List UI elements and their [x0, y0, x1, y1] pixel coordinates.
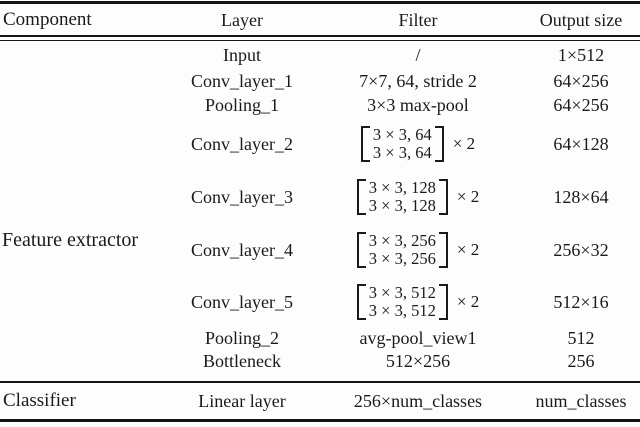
output-cell: 256×32 — [553, 239, 609, 260]
filter-cell: 7×7, 64, stride 2 — [359, 71, 477, 91]
matrix-bracket-right — [438, 283, 448, 320]
classifier-section: Classifier Linear layer 256×num_classes … — [0, 383, 640, 419]
header-double-rule — [0, 35, 640, 41]
layer-cell: Conv_layer_4 — [191, 239, 293, 260]
output-cell: 64×256 — [553, 71, 609, 91]
layer-cell: Conv_layer_5 — [191, 291, 293, 312]
matrix-line: 3 × 3, 512 — [368, 300, 436, 320]
layer-cell: Bottleneck — [203, 351, 281, 371]
matrix-multiplier: × 2 — [452, 133, 476, 153]
filter-matrix-cell: 3 × 3, 128 3 × 3, 128 × 2 — [314, 170, 522, 223]
filter-cell: 3×3 max-pool — [367, 95, 469, 115]
col-header-filter: Filter — [398, 9, 438, 30]
matrix-multiplier: × 2 — [456, 239, 480, 259]
output-cell: 64×256 — [553, 95, 609, 115]
layer-cell: Conv_layer_1 — [191, 71, 293, 91]
output-cell: 256 — [567, 351, 595, 371]
matrix-line: 3 × 3, 128 — [368, 177, 436, 197]
matrix-bracket-left — [356, 231, 366, 268]
matrix-bracket-right — [438, 231, 448, 268]
matrix-bracket-left — [356, 283, 366, 320]
filter-cell: avg-pool_view1 — [359, 328, 477, 348]
layer-cell: Conv_layer_2 — [191, 133, 293, 154]
matrix: 3 × 3, 256 3 × 3, 256 — [356, 230, 448, 269]
filter-matrix-cell: 3 × 3, 256 3 × 3, 256 × 2 — [314, 223, 522, 276]
layer-cell: Input — [223, 45, 261, 65]
matrix-line: 3 × 3, 64 — [372, 124, 432, 144]
filter-cell: 512×256 — [385, 351, 451, 371]
bottom-rule — [0, 419, 640, 422]
filter-cell: / — [415, 45, 421, 65]
matrix-line: 3 × 3, 512 — [368, 282, 436, 302]
matrix-bracket-left — [356, 178, 366, 215]
layer-cell: Pooling_2 — [204, 328, 279, 348]
layer-cell: Linear layer — [198, 391, 286, 411]
layer-cell: Pooling_1 — [204, 95, 279, 115]
component-cell-classifier: Classifier — [3, 390, 76, 411]
matrix: 3 × 3, 64 3 × 3, 64 — [360, 124, 444, 163]
col-header-layer: Layer — [221, 9, 263, 30]
filter-matrix-cell: 3 × 3, 64 3 × 3, 64 × 2 — [314, 117, 522, 170]
filter-matrix-cell: 3 × 3, 512 3 × 3, 512 × 2 — [314, 276, 522, 327]
matrix-multiplier: × 2 — [456, 186, 480, 206]
matrix: 3 × 3, 512 3 × 3, 512 — [356, 282, 448, 321]
layer-cell: Conv_layer_3 — [191, 186, 293, 207]
feature-extractor-section: Feature extractor Input / 1×512 Conv_lay… — [0, 41, 640, 373]
output-cell: 512×16 — [553, 291, 609, 312]
col-header-output-size: Output size — [539, 9, 623, 30]
matrix-bracket-right — [438, 178, 448, 215]
component-cell-feature-extractor: Feature extractor — [2, 229, 139, 251]
matrix-bracket-left — [360, 125, 370, 162]
matrix-bracket-right — [434, 125, 444, 162]
output-cell: num_classes — [535, 391, 627, 411]
output-cell: 1×512 — [557, 45, 605, 65]
top-rule — [0, 1, 640, 4]
matrix: 3 × 3, 128 3 × 3, 128 — [356, 177, 448, 216]
matrix-line: 3 × 3, 256 — [368, 248, 436, 268]
filter-cell: 256×num_classes — [353, 391, 483, 411]
header-row: Component Layer Filter Output size — [0, 4, 640, 35]
section-divider-rule — [0, 381, 640, 383]
output-cell: 128×64 — [553, 186, 609, 207]
matrix-line: 3 × 3, 256 — [368, 230, 436, 250]
col-header-component: Component — [3, 8, 92, 30]
matrix-multiplier: × 2 — [456, 291, 480, 311]
output-cell: 64×128 — [553, 133, 609, 154]
output-cell: 512 — [567, 328, 595, 348]
matrix-line: 3 × 3, 128 — [368, 195, 436, 215]
matrix-line: 3 × 3, 64 — [372, 142, 432, 162]
